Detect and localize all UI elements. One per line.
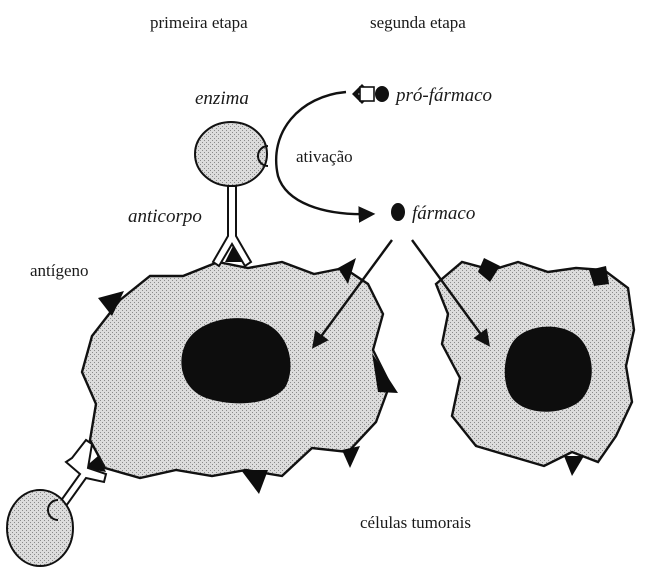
tumor-cell-right-nucleus bbox=[505, 327, 592, 412]
antigen-label: antígeno bbox=[30, 261, 89, 280]
enzyme-label: enzima bbox=[195, 88, 249, 109]
second-stage-header: segunda etapa bbox=[370, 13, 466, 32]
drug-label: fármaco bbox=[412, 203, 475, 224]
tumor-cell-right bbox=[436, 258, 634, 476]
antibody-enzyme-conjugate-top bbox=[195, 122, 268, 266]
antibody-enzyme-conjugate-bottom bbox=[7, 440, 106, 566]
tumor-cell-left bbox=[82, 246, 398, 494]
tumor-cells-label: células tumorais bbox=[360, 513, 471, 532]
activation-label: ativação bbox=[296, 147, 353, 166]
tumor-cell-left-nucleus bbox=[181, 318, 290, 403]
enzyme-top bbox=[195, 122, 267, 186]
drug-dot bbox=[391, 203, 405, 221]
antigen-spike bbox=[564, 456, 584, 476]
antibody-label: anticorpo bbox=[128, 206, 202, 227]
enzyme-bottom bbox=[7, 490, 73, 566]
prodrug-molecule bbox=[352, 84, 389, 104]
antigen-spike bbox=[241, 470, 268, 494]
prodrug-dot bbox=[375, 86, 389, 102]
prodrug-label: pró-fármaco bbox=[394, 85, 492, 106]
first-stage-header: primeira etapa bbox=[150, 13, 248, 32]
prodrug-square bbox=[360, 87, 374, 101]
